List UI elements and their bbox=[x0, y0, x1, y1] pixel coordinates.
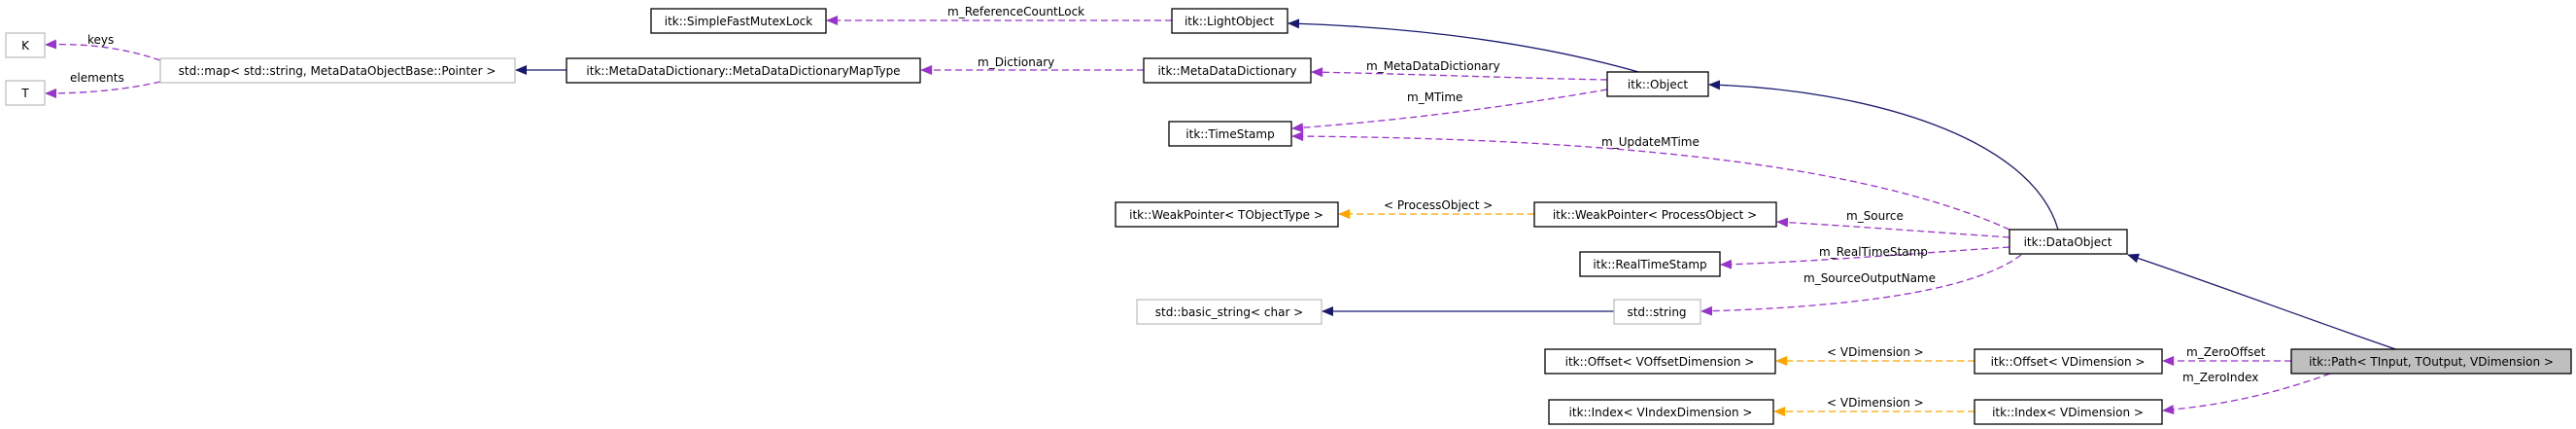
edge-label-zero-offset: m_ZeroOffset bbox=[2186, 345, 2266, 359]
edge-label-vdimension-index: < VDimension > bbox=[1827, 396, 1924, 410]
svg-text:std::basic_string< char >: std::basic_string< char > bbox=[1155, 305, 1304, 319]
edge-label-source-output-name: m_SourceOutputName bbox=[1803, 271, 1936, 285]
node-std-string[interactable]: std::string bbox=[1613, 299, 1701, 325]
svg-text:itk::SimpleFastMutexLock: itk::SimpleFastMutexLock bbox=[665, 15, 813, 28]
svg-text:itk::WeakPointer< TObjectType: itk::WeakPointer< TObjectType > bbox=[1129, 208, 1323, 222]
svg-text:itk::MetaDataDictionary::MetaD: itk::MetaDataDictionary::MetaDataDiction… bbox=[586, 64, 900, 78]
node-index-vdimension[interactable]: itk::Index< VDimension > bbox=[1974, 399, 2163, 425]
edge-source-output-name bbox=[1700, 254, 2022, 316]
svg-text:itk::Offset< VOffsetDimension: itk::Offset< VOffsetDimension > bbox=[1565, 355, 1755, 369]
edge-label-keys: keys bbox=[87, 33, 114, 47]
svg-text:itk::Object: itk::Object bbox=[1628, 78, 1688, 91]
svg-text:itk::MetaDataDictionary: itk::MetaDataDictionary bbox=[1157, 64, 1296, 78]
svg-text:itk::Index< VDimension >: itk::Index< VDimension > bbox=[1992, 406, 2144, 419]
edge-path-to-dataobject bbox=[2127, 253, 2411, 355]
edge-label-source: m_Source bbox=[1846, 209, 1904, 223]
edge-real-time-stamp bbox=[1720, 246, 2010, 269]
svg-text:K: K bbox=[21, 39, 30, 53]
edge-update-mtime bbox=[1291, 131, 2010, 231]
edge-source bbox=[1776, 217, 2010, 238]
node-std-map[interactable]: std::map< std::string, MetaDataObjectBas… bbox=[159, 57, 516, 84]
edge-label-mtime: m_MTime bbox=[1407, 90, 1462, 104]
node-weak-pointer-tobjecttype[interactable]: itk::WeakPointer< TObjectType > bbox=[1115, 201, 1339, 228]
svg-text:std::map< std::string, MetaDat: std::map< std::string, MetaDataObjectBas… bbox=[179, 64, 497, 78]
svg-text:itk::RealTimeStamp: itk::RealTimeStamp bbox=[1593, 258, 1706, 271]
svg-text:itk::TimeStamp: itk::TimeStamp bbox=[1185, 127, 1274, 141]
edge-label-vdimension-offset: < VDimension > bbox=[1827, 345, 1924, 359]
edge-zero-index bbox=[2162, 373, 2331, 414]
edge-label-process-object: < ProcessObject > bbox=[1384, 198, 1493, 212]
edge-label-elements: elements bbox=[70, 71, 124, 85]
svg-text:std::string: std::string bbox=[1627, 305, 1686, 319]
svg-text:itk::Offset< VDimension >: itk::Offset< VDimension > bbox=[1991, 355, 2146, 369]
edge-label-update-mtime: m_UpdateMTime bbox=[1601, 135, 1700, 149]
edge-keys bbox=[45, 39, 161, 61]
node-t[interactable]: T bbox=[5, 80, 46, 106]
node-data-object[interactable]: itk::DataObject bbox=[2009, 229, 2128, 255]
edge-label-dictionary: m_Dictionary bbox=[978, 55, 1054, 69]
node-weak-pointer-processobject[interactable]: itk::WeakPointer< ProcessObject > bbox=[1533, 201, 1777, 228]
node-path[interactable]: itk::Path< TInput, TOutput, VDimension > bbox=[2290, 348, 2572, 375]
svg-text:itk::WeakPointer< ProcessObjec: itk::WeakPointer< ProcessObject > bbox=[1553, 208, 1757, 222]
edge-label-zero-index: m_ZeroIndex bbox=[2182, 371, 2258, 384]
edge-elements bbox=[45, 81, 161, 98]
node-time-stamp[interactable]: itk::TimeStamp bbox=[1168, 121, 1292, 147]
svg-text:itk::DataObject: itk::DataObject bbox=[2024, 235, 2112, 249]
svg-text:itk::Index< VIndexDimension >: itk::Index< VIndexDimension > bbox=[1569, 406, 1753, 419]
node-real-time-stamp[interactable]: itk::RealTimeStamp bbox=[1579, 251, 1721, 277]
node-index-vindexdimension[interactable]: itk::Index< VIndexDimension > bbox=[1548, 399, 1774, 425]
node-metadata-dictionary[interactable]: itk::MetaDataDictionary bbox=[1143, 57, 1312, 84]
node-object[interactable]: itk::Object bbox=[1606, 71, 1709, 97]
edge-dataobject-to-object bbox=[1708, 80, 2059, 231]
node-basic-string[interactable]: std::basic_string< char > bbox=[1136, 299, 1322, 325]
node-offset-voffsetdimension[interactable]: itk::Offset< VOffsetDimension > bbox=[1544, 348, 1776, 375]
node-metadata-dictionary-map-type[interactable]: itk::MetaDataDictionary::MetaDataDiction… bbox=[566, 57, 921, 84]
edge-label-reference-count-lock: m_ReferenceCountLock bbox=[947, 5, 1084, 18]
svg-text:T: T bbox=[20, 87, 29, 100]
node-offset-vdimension[interactable]: itk::Offset< VDimension > bbox=[1974, 348, 2163, 375]
svg-text:itk::LightObject: itk::LightObject bbox=[1185, 15, 1274, 28]
edge-label-real-time-stamp: m_RealTimeStamp bbox=[1819, 245, 1928, 259]
node-k[interactable]: K bbox=[5, 32, 46, 58]
edge-object-to-lightobject bbox=[1288, 18, 1653, 77]
node-light-object[interactable]: itk::LightObject bbox=[1171, 8, 1288, 34]
svg-text:itk::Path< TInput, TOutput, VD: itk::Path< TInput, TOutput, VDimension > bbox=[2309, 355, 2554, 369]
node-simple-fast-mutex-lock[interactable]: itk::SimpleFastMutexLock bbox=[650, 8, 827, 34]
edge-metadata-dictionary bbox=[1311, 67, 1608, 81]
edge-label-metadata-dictionary: m_MetaDataDictionary bbox=[1366, 59, 1500, 73]
